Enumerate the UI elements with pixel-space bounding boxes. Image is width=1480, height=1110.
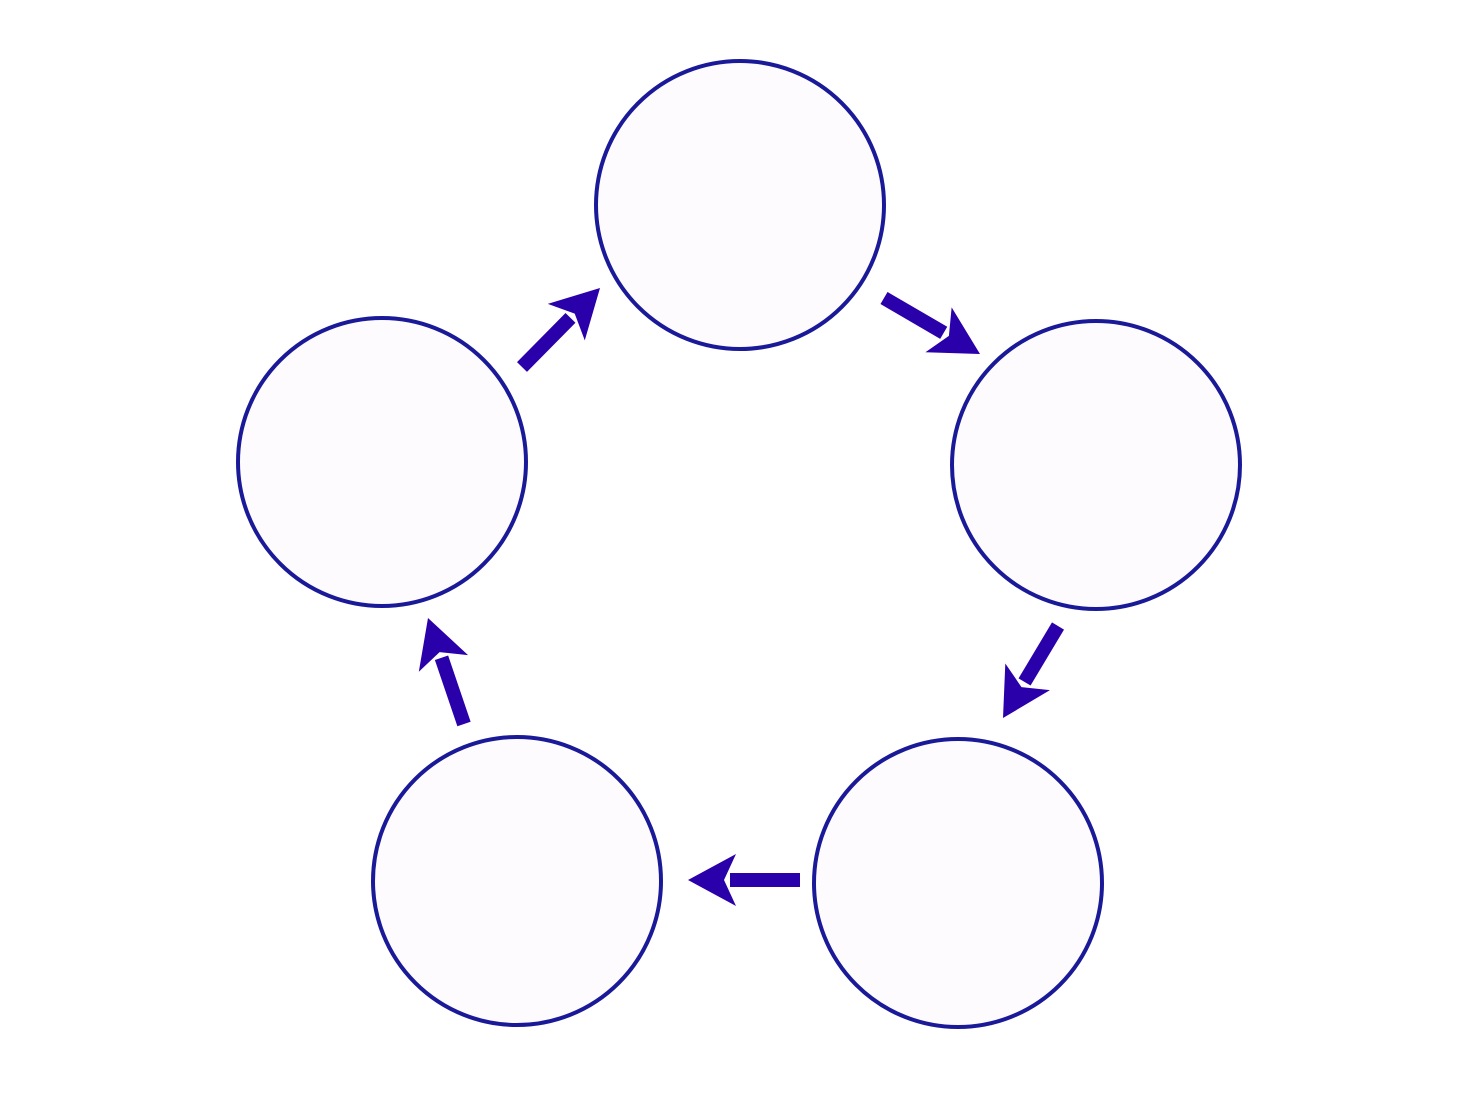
arrow-head: [925, 307, 980, 354]
arrow-shaft: [1018, 622, 1065, 686]
arrow-shaft: [517, 312, 576, 372]
node-circle-top: [594, 59, 886, 351]
node-circle-bottom-left: [371, 735, 663, 1027]
arrow-shaft: [434, 655, 471, 727]
arrow-head: [418, 618, 469, 672]
node-circle-left: [236, 316, 528, 608]
node-circle-right: [950, 319, 1242, 611]
arrow-right-to-bottom-right: [1003, 622, 1065, 718]
arrow-head: [1003, 663, 1050, 718]
arrow-top-to-right: [880, 291, 980, 354]
arrow-left-to-top: [517, 288, 600, 372]
arrow-head: [688, 854, 736, 906]
node-circle-bottom-right: [812, 737, 1104, 1029]
arrow-shaft: [880, 291, 948, 339]
arrows-layer: [418, 288, 1065, 906]
arrow-bottom-right-to-bottom-left: [688, 854, 800, 906]
nodes-layer: [236, 59, 1242, 1029]
arrow-bottom-left-to-left: [418, 618, 471, 727]
arrow-head: [547, 288, 600, 341]
